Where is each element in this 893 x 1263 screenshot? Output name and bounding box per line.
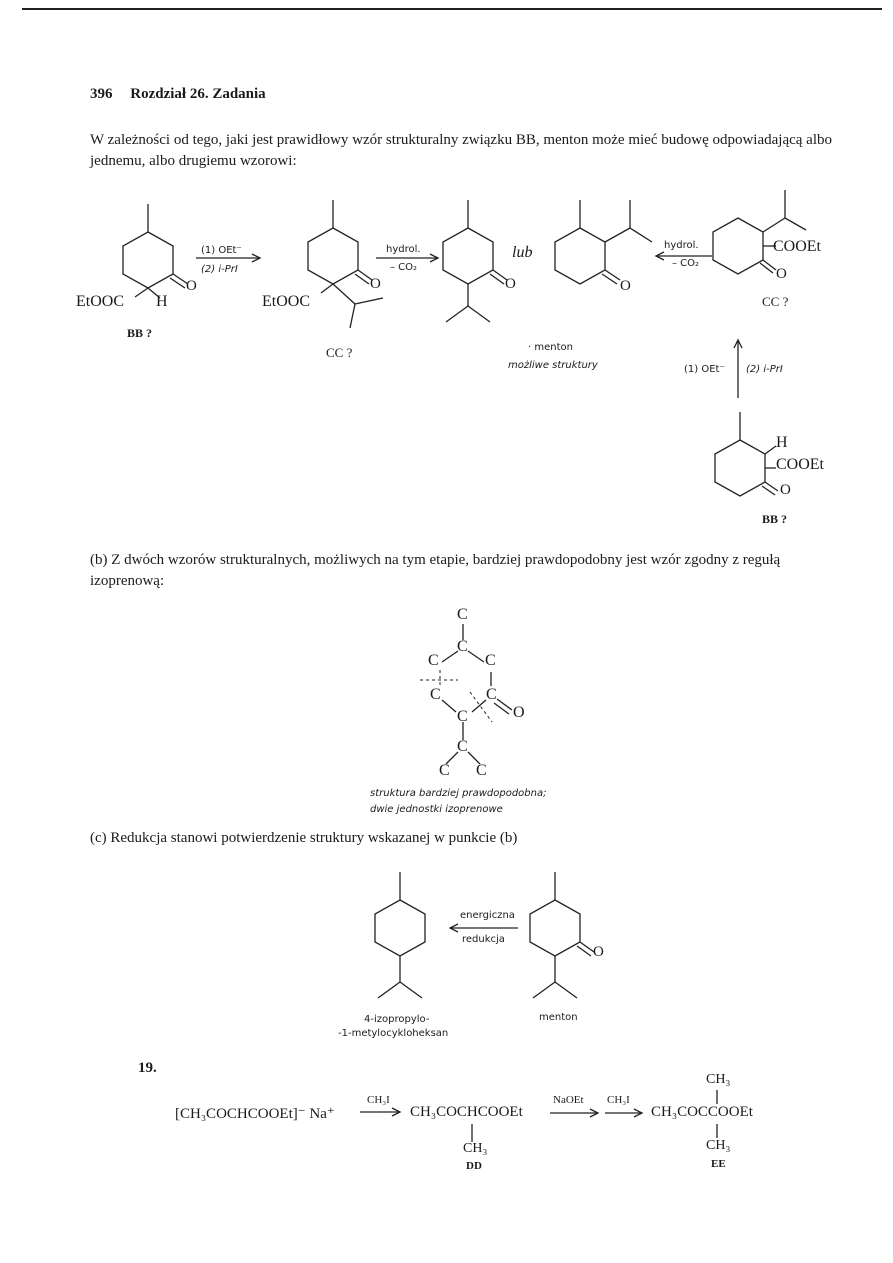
dd-formula: CH₃COCHCOOEt [410,1104,523,1120]
menton-label: · menton [528,342,573,353]
arrow3-reagent: CH₃I [607,1094,630,1106]
bbp-compound-label: BB ? [762,512,788,526]
top-rule [22,8,882,10]
caption-more-probable: struktura bardziej prawdopodobna; [370,788,547,799]
menton-ring-c [529,899,581,957]
skel-c-top: C [457,606,468,623]
bb-h-label: H [156,293,168,310]
menton-c-label: menton [539,1012,578,1023]
lub-label: lub [512,244,533,261]
arrow1-reagent: CH₃I [367,1094,390,1106]
menton-ring-2 [554,227,606,285]
arrow2-reagent: NaOEt [553,1094,584,1106]
skel-c-methyl-left: C [439,762,450,779]
down-reagent-oet: (1) OEt⁻ [684,364,725,375]
skel-c-left: C [428,652,439,669]
hydrol-label-2: hydrol. [664,240,699,251]
bb-prime-ring [714,439,766,497]
ccp-cooet-label: COOEt [773,238,821,255]
reactant-formula: [CH₃COCHCOOEt]⁻ Na⁺ [175,1106,335,1122]
product-ring [374,899,426,957]
problem-number: 19. [138,1060,157,1076]
skel-c-methyl-right: C [476,762,487,779]
cc-compound-label: CC ? [326,345,353,360]
product-name-line1: 4-izopropylo- [364,1014,430,1025]
cc-ring [307,227,359,285]
bb-ring [122,231,174,289]
cc-o-label: O [370,276,381,292]
skel-c-right: C [485,652,496,669]
part-c-paragraph: (c) Redukcja stanowi potwierdzenie struk… [90,830,518,846]
menton-ring-1 [442,227,494,285]
ccp-compound-label: CC ? [762,294,789,309]
skel-c-isopropyl: C [457,738,468,755]
ee-ch3-top: CH₃ [706,1072,731,1087]
bb-compound-label: BB ? [127,326,153,340]
ee-label: EE [711,1158,726,1170]
menton-c-o-label: O [593,944,604,960]
menton1-o-label: O [505,276,516,292]
ee-formula: CH₃COCCOOEt [651,1104,753,1120]
page-number: 396 [90,86,113,102]
cc-etooc-label: EtOOC [262,293,310,310]
reduction-reagent-top: energiczna [460,910,515,921]
skel-c-left-lower: C [430,686,441,703]
intro-paragraph: W zależności od tego, jaki jest prawidło… [90,132,833,169]
ccp-o-label: O [776,266,787,282]
reagent-oet: (1) OEt⁻ [201,245,242,256]
menton2-o-label: O [620,278,631,294]
hydrol-label-1: hydrol. [386,244,421,255]
reagent-ipri: (2) i-PrI [201,264,238,275]
caption-isoprene-units: dwie jednostki izoprenowe [370,804,503,815]
ee-ch3-bottom: CH₃ [706,1138,731,1153]
dd-ch3: CH₃ [463,1141,488,1156]
dd-label: DD [466,1160,482,1172]
cc-prime-ring [712,217,764,275]
bbp-h-label: H [776,434,788,451]
possible-structures-label: możliwe struktury [508,360,598,371]
bb-o-label: O [186,278,197,294]
skel-c-bottom-ring: C [457,708,468,725]
reduction-reagent-bottom: redukcja [462,934,505,945]
skel-o: O [513,704,525,721]
product-name-line2: -1-metylocykloheksan [338,1028,449,1039]
page-header: 396 Rozdział 26. Zadania [90,86,266,103]
minus-co2-label-1: – CO₂ [390,262,418,273]
bbp-o-label: O [780,482,791,498]
chapter-title: Rozdział 26. Zadania [130,86,266,102]
bb-etooc-label: EtOOC [76,293,124,310]
minus-co2-label-2: – CO₂ [672,258,700,269]
down-reagent-ipri: (2) i-PrI [746,364,783,375]
skel-c-right-lower: C [486,686,497,703]
part-b-paragraph: (b) Z dwóch wzorów strukturalnych, możli… [90,552,781,589]
bbp-cooet-label: COOEt [776,456,824,473]
skel-c-2: C [457,638,468,655]
